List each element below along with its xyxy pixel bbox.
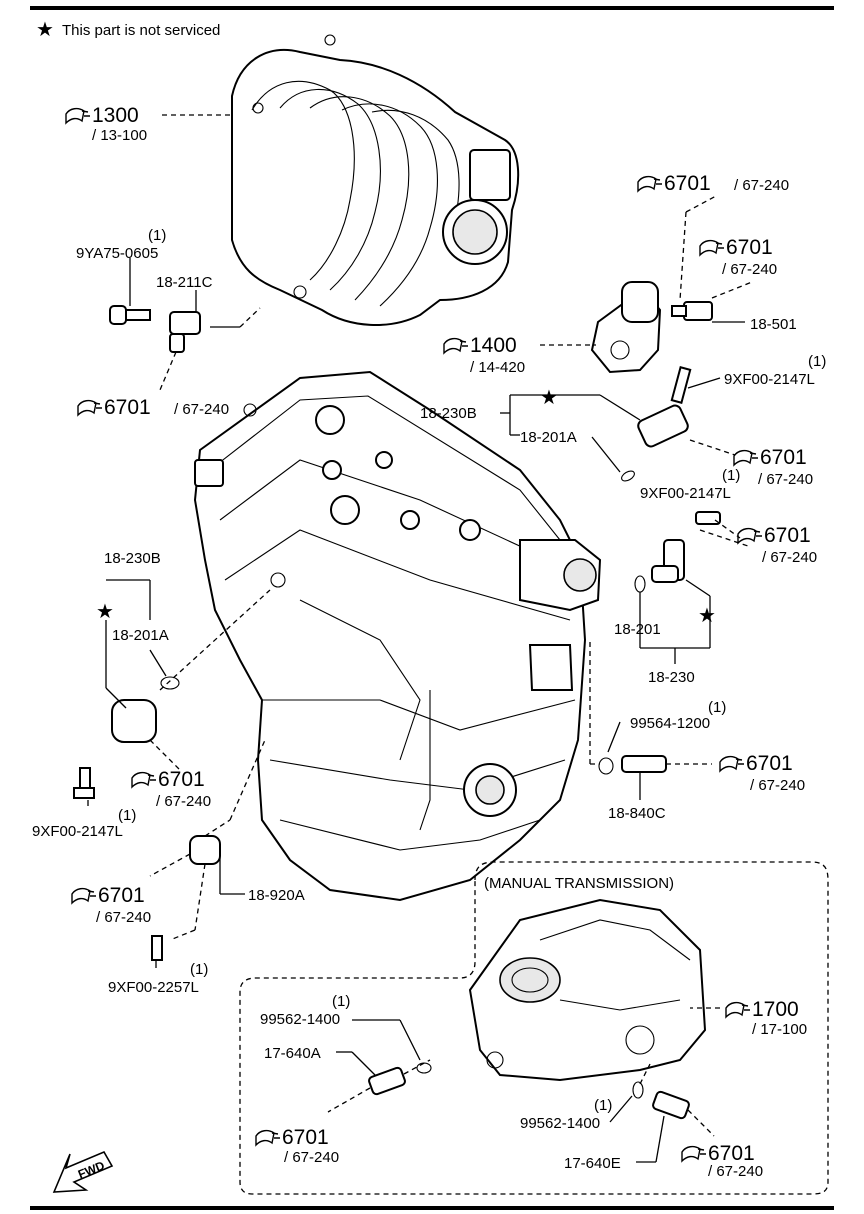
book-icon: [77, 399, 102, 417]
book-icon: [733, 449, 758, 467]
ref-number: 6701: [764, 524, 811, 547]
top-border: [30, 6, 834, 10]
ref-page: / 67-240: [174, 401, 229, 418]
part-number: 99562-1400: [520, 1115, 600, 1132]
star-icon: ★: [96, 601, 114, 623]
ref-page: / 67-240: [734, 177, 789, 194]
ref-number: 6701: [158, 768, 205, 791]
fwd-arrow-icon: FWD: [52, 1150, 114, 1193]
part-number: 18-230B: [420, 405, 477, 422]
book-icon: [699, 239, 724, 257]
part-number: 18-920A: [248, 887, 305, 904]
ref-number: 6701: [98, 884, 145, 907]
sensor-17-640a-drawing: [368, 1062, 432, 1096]
sensor-17-640e-drawing: [632, 1081, 690, 1120]
legend: ★ This part is not serviced: [36, 19, 220, 41]
ref-page: / 67-240: [750, 777, 805, 794]
part-number: 18-840C: [608, 805, 666, 822]
book-icon: [737, 527, 762, 545]
transmission-case-drawing: [468, 898, 707, 1082]
part-number: 18-230B: [104, 550, 161, 567]
part-number: 9XF00-2147L: [32, 823, 123, 840]
ref-page: / 13-100: [92, 127, 147, 144]
star-icon: ★: [36, 19, 54, 41]
manual-transmission-group-box: [239, 861, 829, 1195]
ref-number: 6701: [664, 172, 711, 195]
part-number: 18-230: [648, 669, 695, 686]
star-icon: ★: [698, 605, 716, 627]
ref-number: 1400: [470, 334, 517, 357]
book-icon: [637, 175, 662, 193]
part-number: 17-640A: [264, 1045, 321, 1062]
part-number: 99564-1200: [630, 715, 710, 732]
ref-page: / 67-240: [758, 471, 813, 488]
ref-number: 6701: [746, 752, 793, 775]
sensor-18-211c-drawing: [169, 311, 201, 353]
ref-number: 6701: [708, 1142, 755, 1165]
part-number: 18-211C: [156, 274, 213, 291]
pressure-switch-drawing: [598, 755, 667, 775]
part-number-labels: (1)9YA75-060518-211C18-501(1)9XF00-2147L…: [32, 227, 826, 1172]
part-quantity: (1): [190, 961, 208, 978]
ref-number: 6701: [282, 1126, 329, 1149]
part-number: 18-201A: [112, 627, 169, 644]
ref-page: / 67-240: [284, 1149, 339, 1166]
book-icon: [131, 771, 156, 789]
part-number: 99562-1400: [260, 1011, 340, 1028]
part-number: 9XF00-2147L: [640, 485, 731, 502]
ref-number: 6701: [760, 446, 807, 469]
star-icon: ★: [540, 387, 558, 409]
ref-page: / 67-240: [762, 549, 817, 566]
manual-transmission-label: (MANUAL TRANSMISSION): [484, 875, 674, 892]
cam-sensor-right-drawing: [621, 366, 692, 482]
part-number: 18-501: [750, 316, 797, 333]
book-icon: [65, 107, 90, 125]
sensor-18-230-drawing: [634, 511, 721, 593]
intake-manifold-drawing: [231, 34, 520, 327]
leader-lines: [87, 114, 753, 1163]
part-quantity: (1): [594, 1097, 612, 1114]
book-icon: [443, 337, 468, 355]
ref-page: / 14-420: [470, 359, 525, 376]
bolt-9ya75-drawing: [109, 305, 151, 325]
part-number: 17-640E: [564, 1155, 621, 1172]
part-quantity: (1): [808, 353, 826, 370]
engine-block-drawing: [193, 370, 602, 902]
ref-number: 6701: [104, 396, 151, 419]
ref-page: / 67-240: [708, 1163, 763, 1180]
book-icon: [681, 1145, 706, 1163]
book-icon: [719, 755, 744, 773]
part-quantity: (1): [332, 993, 350, 1010]
book-icon: [725, 1001, 750, 1019]
book-icon: [71, 887, 96, 905]
ref-number: 1300: [92, 104, 139, 127]
ref-number: 6701: [726, 236, 773, 259]
part-quantity: (1): [722, 467, 740, 484]
part-number: 9XF00-2257L: [108, 979, 199, 996]
legend-text: This part is not serviced: [62, 22, 220, 39]
part-number: 9XF00-2147L: [724, 371, 815, 388]
part-quantity: (1): [708, 699, 726, 716]
ref-page: / 67-240: [722, 261, 777, 278]
book-icon: [255, 1129, 280, 1147]
part-quantity: (1): [148, 227, 166, 244]
ref-page: / 67-240: [156, 793, 211, 810]
part-number: 18-201A: [520, 429, 577, 446]
ref-page: / 17-100: [752, 1021, 807, 1038]
oil-control-valve-drawing: [590, 281, 713, 374]
ref-number: 1700: [752, 998, 799, 1021]
bottom-border: [30, 1206, 834, 1210]
cam-sensor-left-drawing: [73, 676, 180, 799]
knock-sensor-drawing: [151, 835, 221, 961]
part-number: 9YA75-0605: [76, 245, 158, 262]
ref-page: / 67-240: [96, 909, 151, 926]
part-quantity: (1): [118, 807, 136, 824]
part-number: 18-201: [614, 621, 661, 638]
